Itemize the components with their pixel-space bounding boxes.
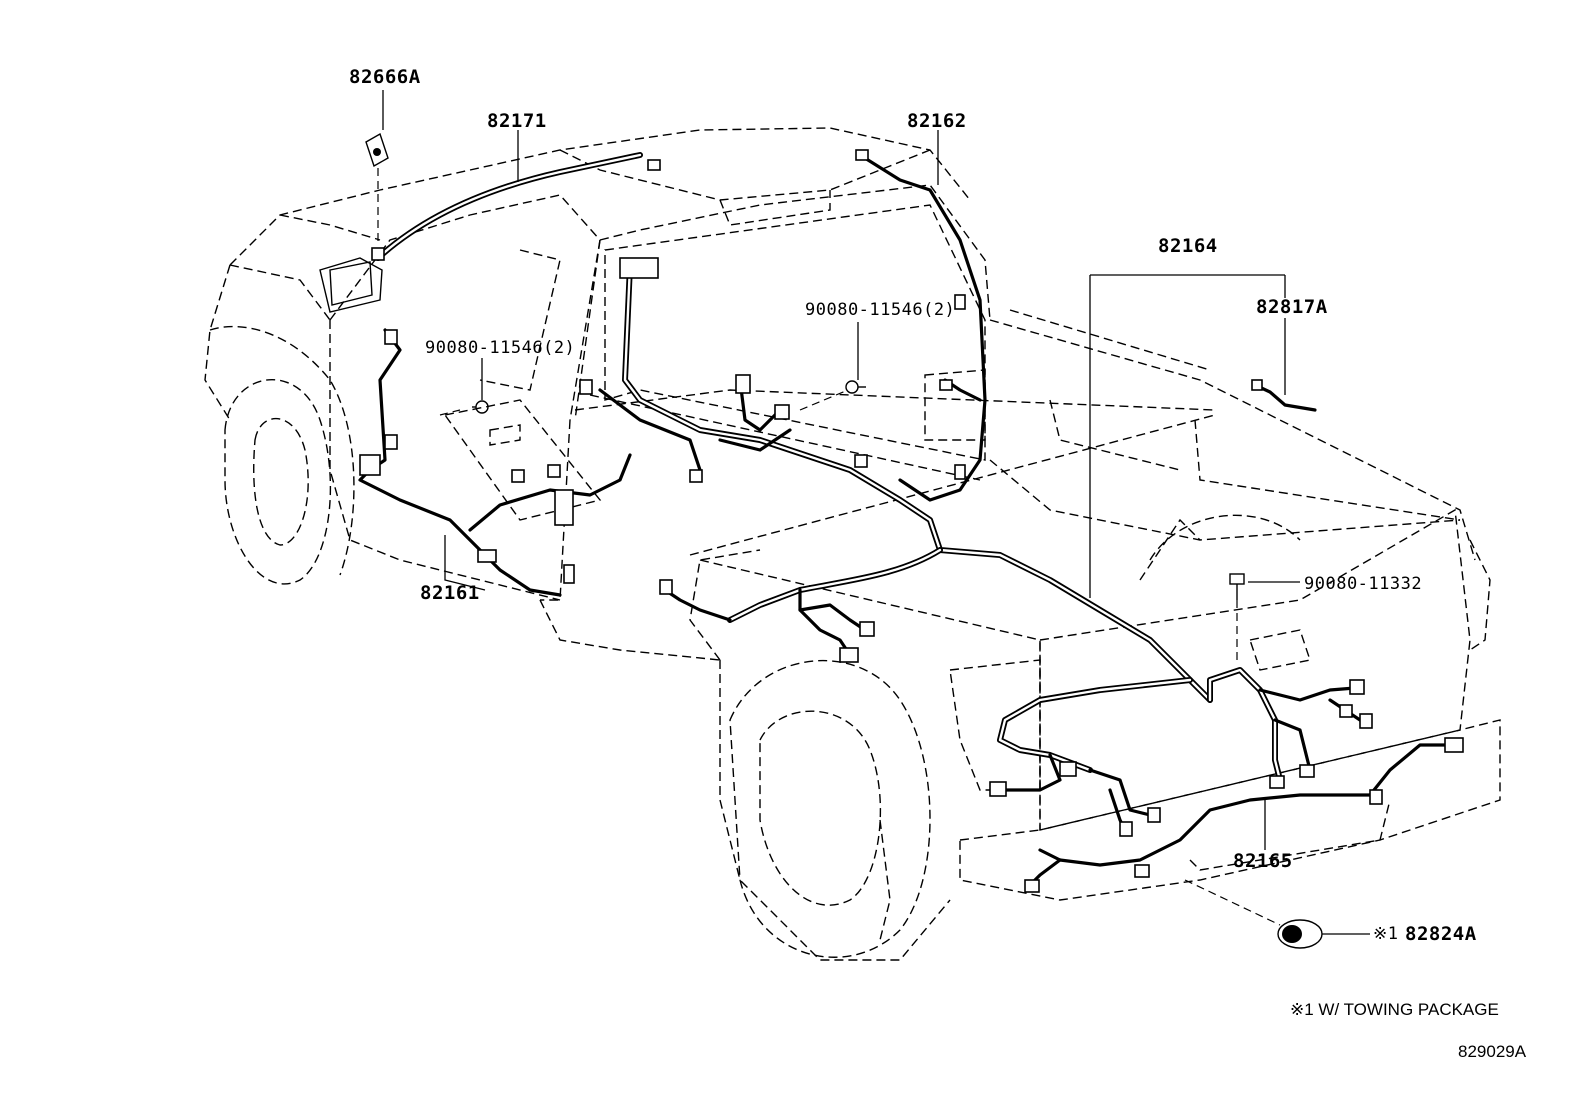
label-90080-11332: 90080-11332 bbox=[1304, 574, 1423, 594]
diagram-id: 829029A bbox=[1458, 1042, 1527, 1061]
bolt-90080-11546-b bbox=[845, 380, 866, 394]
label-82161: 82161 bbox=[420, 582, 480, 604]
bolt-90080-11546-a bbox=[472, 400, 489, 414]
label-90080-11546-b: 90080-11546(2) bbox=[805, 300, 956, 320]
part-82824A-socket bbox=[1184, 879, 1323, 949]
label-82817A: 82817A bbox=[1256, 296, 1328, 318]
part-82666A-clip bbox=[365, 132, 389, 245]
harness-82161 bbox=[358, 328, 632, 597]
label-82824A: 82824A bbox=[1405, 923, 1477, 945]
harness-82162 bbox=[855, 149, 987, 502]
bolt-90080-11332 bbox=[1229, 573, 1245, 665]
leader-lines bbox=[382, 90, 1370, 935]
label-82666A: 82666A bbox=[349, 66, 421, 88]
part-82817A-harness bbox=[1251, 379, 1317, 412]
label-82165: 82165 bbox=[1233, 850, 1293, 872]
label-82164: 82164 bbox=[1158, 235, 1218, 257]
footnote-towing-package: ※1 W/ TOWING PACKAGE bbox=[1290, 1000, 1499, 1019]
label-82171: 82171 bbox=[487, 110, 547, 132]
harness-82164-rear bbox=[659, 547, 1373, 837]
harness-82171 bbox=[371, 152, 661, 261]
label-82162: 82162 bbox=[907, 110, 967, 132]
label-90080-11546-a: 90080-11546(2) bbox=[425, 338, 576, 358]
truck-outline bbox=[204, 127, 1501, 961]
harness-main-floor bbox=[579, 257, 1213, 703]
harness-82165 bbox=[1024, 737, 1464, 893]
label-82824A-mark: ※1 bbox=[1373, 924, 1399, 944]
